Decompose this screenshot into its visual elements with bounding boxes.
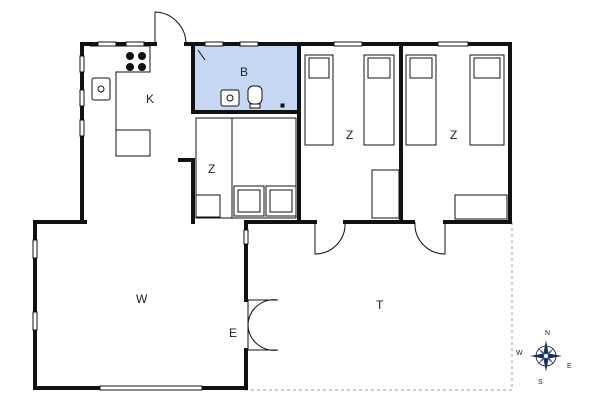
stove-icon xyxy=(126,52,146,71)
doors xyxy=(154,11,446,351)
compass-label-n: N xyxy=(545,330,551,337)
room-label-kitchen: K xyxy=(146,92,155,106)
room-label-bedroom-middle: Z xyxy=(346,128,354,142)
terrace-outline xyxy=(245,222,513,391)
bathroom-fill xyxy=(195,46,297,110)
compass-label-s: S xyxy=(538,379,543,386)
compass-label-e: E xyxy=(567,363,572,370)
bathroom-fixtures xyxy=(220,85,285,109)
wardrobes xyxy=(195,169,508,220)
room-label-bedroom-right: Z xyxy=(450,128,458,142)
compass-label-w: W xyxy=(516,350,523,357)
compass-rose-icon xyxy=(530,340,562,372)
windows xyxy=(32,41,469,391)
room-label-bedroom-small: Z xyxy=(208,162,216,176)
interior-lines xyxy=(195,117,297,219)
room-label-entrance: E xyxy=(229,326,238,340)
room-label-bathroom: B xyxy=(240,65,249,79)
kitchen-counter xyxy=(90,45,151,157)
room-label-terrace: T xyxy=(376,298,384,312)
beds xyxy=(233,54,505,217)
room-label-living: W xyxy=(136,292,148,306)
